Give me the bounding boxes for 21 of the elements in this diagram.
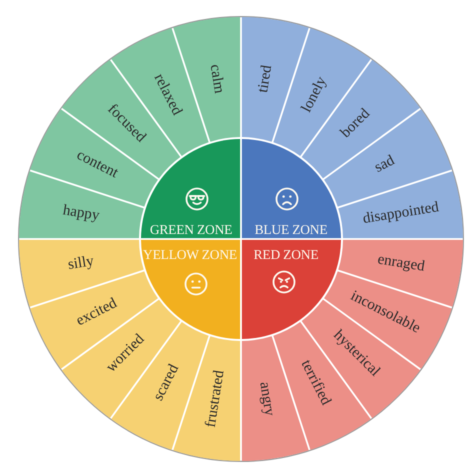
feeling-label: enraged bbox=[376, 252, 426, 276]
feeling-label: angry bbox=[256, 380, 277, 418]
feeling-label: content bbox=[73, 148, 120, 182]
feeling-label: disappointed bbox=[362, 200, 440, 228]
feeling-label: frustrated bbox=[203, 369, 228, 429]
zone-label: RED ZONE bbox=[254, 248, 318, 262]
feeling-label: calm bbox=[206, 63, 226, 95]
feeling-label: happy bbox=[62, 203, 100, 224]
feeling-segment bbox=[301, 59, 421, 179]
feeling-label: scared bbox=[152, 362, 184, 404]
feeling-segment bbox=[273, 28, 371, 156]
feeling-segment bbox=[338, 171, 463, 239]
feeling-label: sad bbox=[372, 154, 398, 177]
zone-label: GREEN ZONE bbox=[150, 222, 232, 237]
feeling-label: silly bbox=[67, 254, 95, 274]
zone-quadrant bbox=[241, 139, 341, 239]
zone-label: YELLOW ZONE bbox=[143, 248, 237, 262]
feeling-segment bbox=[61, 299, 181, 419]
zone-label: BLUE ZONE bbox=[254, 222, 328, 237]
feeling-label: tired bbox=[256, 64, 276, 94]
feeling-segment bbox=[61, 59, 181, 179]
